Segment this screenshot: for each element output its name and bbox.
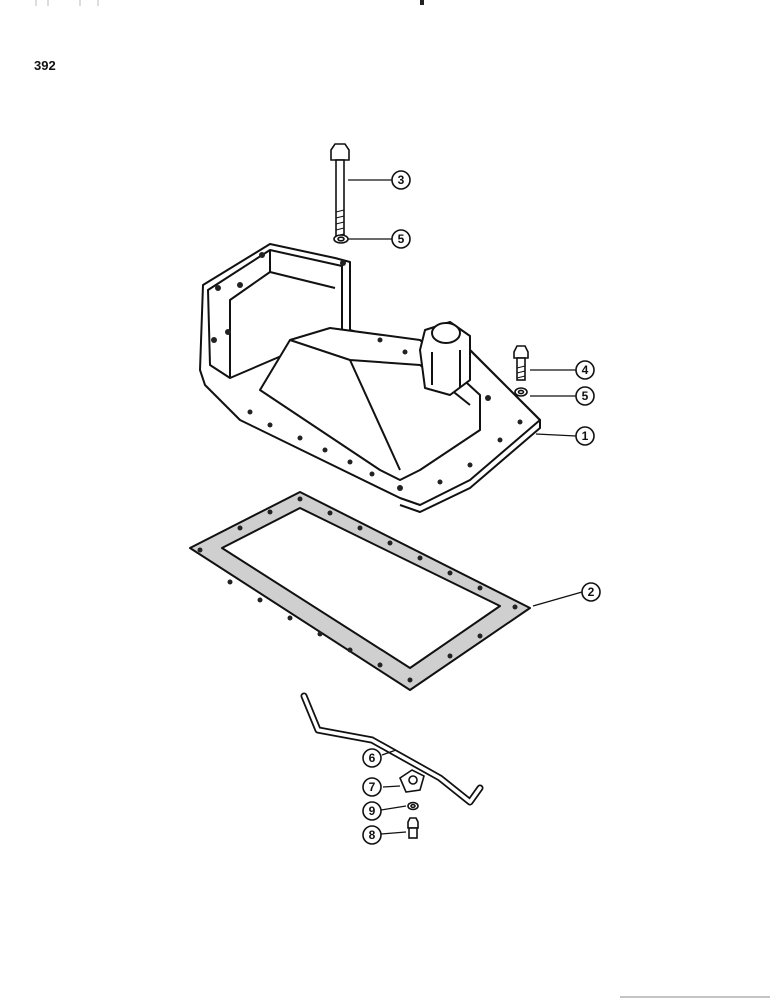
callout-8: 8 <box>362 825 382 845</box>
callout-2-label: 2 <box>588 585 595 599</box>
screw-part-8 <box>407 817 419 839</box>
callout-2: 2 <box>581 582 601 602</box>
tube-part-6-inner <box>302 694 482 804</box>
leader-lines <box>348 179 583 835</box>
callout-5a: 5 <box>391 229 411 249</box>
callout-5b: 5 <box>575 386 595 406</box>
short-bolt-part-4 <box>513 345 529 381</box>
callout-9-label: 9 <box>369 804 376 818</box>
washer-part-9 <box>407 801 419 811</box>
callout-6-label: 6 <box>369 751 376 765</box>
callout-3: 3 <box>391 170 411 190</box>
callout-3-label: 3 <box>398 173 405 187</box>
gasket-part-2 <box>189 491 531 691</box>
clip-part-7 <box>399 769 425 793</box>
callout-5a-label: 5 <box>398 232 405 246</box>
callout-8-label: 8 <box>369 828 376 842</box>
callout-6: 6 <box>362 748 382 768</box>
callout-1: 1 <box>575 426 595 446</box>
callout-7: 7 <box>362 777 382 797</box>
washer-part-5-top <box>333 234 349 244</box>
scan-edge-marks <box>35 0 770 998</box>
washer-part-5-right <box>514 387 528 397</box>
oil-pan-housing-part-1 <box>199 243 541 513</box>
long-bolt-part-3 <box>330 143 350 239</box>
callout-1-label: 1 <box>582 429 589 443</box>
callout-5b-label: 5 <box>582 389 589 403</box>
callout-9: 9 <box>362 801 382 821</box>
callout-4-label: 4 <box>582 363 589 377</box>
page-number: 392 <box>34 58 56 73</box>
callout-4: 4 <box>575 360 595 380</box>
callout-7-label: 7 <box>369 780 376 794</box>
